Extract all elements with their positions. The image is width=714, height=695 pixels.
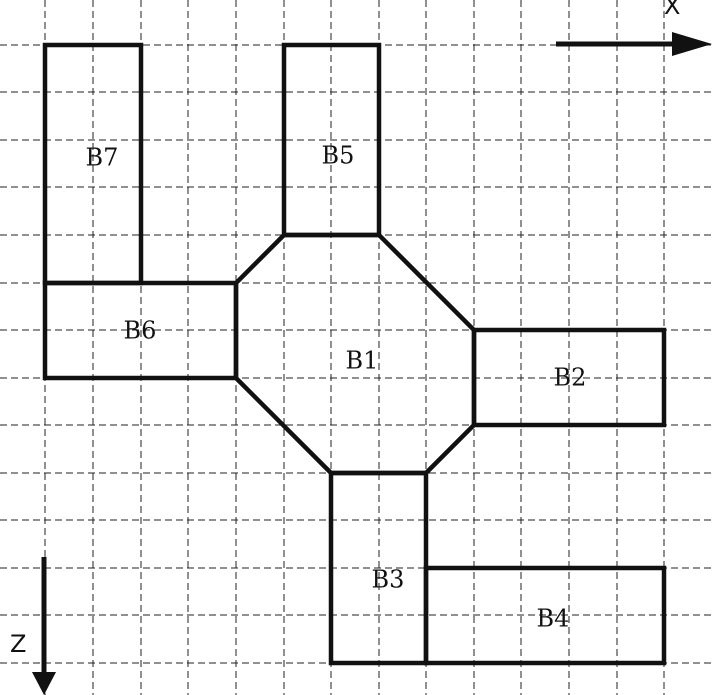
block-label-b3: B3 [372,566,405,594]
block-label-b6: B6 [124,317,157,345]
block-label-b7: B7 [86,144,119,172]
block-b7 [42,42,144,286]
x-axis-arrow [556,32,712,56]
block-b4 [423,565,667,666]
z-axis-arrow [32,557,56,695]
block-b2 [471,327,667,428]
block-label-b4: B4 [537,605,570,633]
z-axis-label: Z [10,630,26,658]
block-label-b1: B1 [346,347,379,375]
block-b5 [281,42,382,238]
block-label-b5: B5 [322,142,355,170]
x-axis-label: X [664,0,680,20]
block-label-b2: B2 [554,364,587,392]
